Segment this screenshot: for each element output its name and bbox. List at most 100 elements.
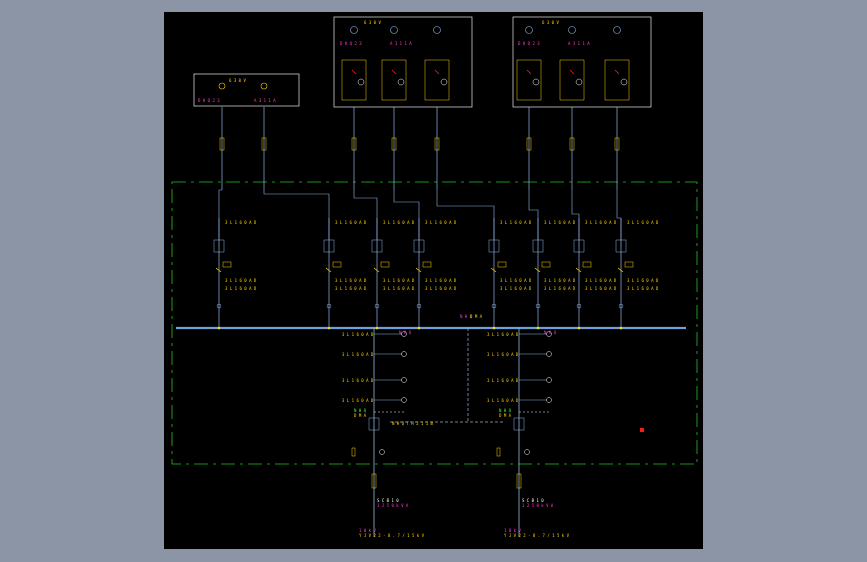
ct-icon	[576, 303, 582, 309]
breaker-icon	[617, 267, 624, 273]
branch-label: 3 L 1 6 0 A D	[487, 378, 519, 383]
panel-module	[516, 26, 542, 101]
breaker-icon	[614, 69, 620, 75]
bus-tie-note: N H Q T H 2 1 1 B	[392, 421, 434, 426]
feeder-bays: 3 L 1 6 0 A D 3 L 1 6 0 A D 3 L 1 6 0 A D 3…	[213, 218, 659, 330]
source-line1: 1 0 k V	[359, 528, 376, 533]
panel-subtext: A 3 1 1 A	[390, 41, 412, 46]
switchgear-enclosure	[171, 181, 698, 465]
transformer-top: S C B 1 0	[522, 498, 544, 503]
switch-icon	[213, 239, 225, 253]
route-line	[263, 190, 330, 240]
source-line1: 1 0 k V	[504, 528, 521, 533]
feeder-bay: 3 L 1 6 0 A D3 L 1 6 0 A D3 L 1 6 0 A D	[413, 218, 457, 330]
switch-icon	[532, 239, 544, 253]
feeder-label-mid2: 3 L 1 6 0 A D	[425, 286, 457, 291]
feeder-label-top: 3 L 1 6 0 A D	[225, 220, 257, 225]
meter-icon	[575, 78, 583, 86]
breaker-icon	[569, 69, 575, 75]
cable-tag-box	[351, 137, 357, 151]
meter-icon	[546, 331, 552, 337]
branch-label: 3 L 1 6 0 A D	[342, 332, 374, 337]
cable-tag-box	[569, 137, 575, 151]
feeder-bay: 3 L 1 6 0 A D3 L 1 6 0 A D3 L 1 6 0 A D	[323, 218, 367, 330]
meter-icon	[401, 331, 407, 337]
incoming-panel-left: 6 3 0 V D K Q 2 3 A 3 1 1 A	[333, 16, 473, 108]
incoming-panel-right: 6 3 0 V D K Q 2 3 A 3 1 1 A	[512, 16, 652, 108]
fuse-icon	[351, 447, 356, 457]
relay-icon	[497, 261, 507, 268]
relay-icon	[541, 261, 551, 268]
branch-label: 3 L 1 6 0 A D	[342, 398, 374, 403]
breaker-icon	[534, 267, 541, 273]
branch-label: 3 L 1 6 0 A D	[487, 332, 519, 337]
ct-icon	[491, 303, 497, 309]
ct-icon	[350, 26, 358, 34]
feeder-label-top: 3 L 1 6 0 A D	[544, 220, 576, 225]
feeder-bay: 3 L 1 6 0 A D3 L 1 6 0 A D3 L 1 6 0 A D	[615, 218, 659, 330]
feeder-bay: 3 L 1 6 0 A D 3 L 1 6 0 A D 3 L 1 6 0 A D	[213, 218, 257, 330]
ct-icon	[260, 82, 268, 90]
branch-label: 3 L 1 6 0 A D	[342, 352, 374, 357]
panel-voltage: 6 3 0 V	[364, 20, 381, 25]
breaker-icon	[575, 267, 582, 273]
transformer-bay: 3 L 1 6 0 A D 3 L 1 6 0 A D 3 L 1 6 0 A D 3…	[342, 328, 425, 538]
relay-icon	[582, 261, 592, 268]
breaker-icon	[351, 69, 357, 75]
incomer-sub: D M A	[499, 413, 512, 418]
meter-icon	[401, 377, 407, 383]
module-frame	[424, 59, 450, 101]
source-line2: Y J V 2 2 - 8 . 7 / 1 5 k V	[504, 533, 570, 538]
feeder-label-mid2: 3 L 1 6 0 A D	[627, 286, 659, 291]
transformer-bottom: 1 2 5 0 k V A	[522, 503, 554, 508]
ct-icon	[218, 82, 226, 90]
error-marker	[640, 428, 644, 432]
cable-tag-box	[391, 137, 397, 151]
feeder-label-mid2: 3 L 1 6 0 A D	[225, 286, 257, 291]
ct-icon	[416, 303, 422, 309]
incomer-sub: D M A	[354, 413, 367, 418]
cable-tag-box	[434, 137, 440, 151]
cable-tag-box	[526, 137, 532, 151]
feeder-label-top: 3 L 1 6 0 A D	[500, 220, 532, 225]
fuse-icon	[496, 447, 501, 457]
breaker-box	[513, 417, 525, 431]
bus-node	[577, 326, 581, 330]
panel-tag: D K Q 2 3	[340, 41, 362, 46]
meter-icon	[620, 78, 628, 86]
ct-icon	[535, 303, 541, 309]
module-frame	[604, 59, 630, 101]
panel-tag: D K Q 2 3	[518, 41, 540, 46]
ct-icon	[525, 26, 533, 34]
ct-icon	[326, 303, 332, 309]
panel-module	[341, 26, 367, 101]
breaker-box	[368, 417, 380, 431]
meter-icon	[546, 397, 552, 403]
branch-label: 3 L 1 6 0 A D	[487, 398, 519, 403]
panel-module	[381, 26, 407, 101]
feeder-label-mid1: 3 L 1 6 0 A D	[335, 278, 367, 283]
branch-label: 3 L 1 6 0 A D	[342, 378, 374, 383]
transformer-bottom: 1 2 5 0 k V A	[377, 503, 409, 508]
ct-icon	[433, 26, 441, 34]
ct-icon	[613, 26, 621, 34]
transformer-bay: 3 L 1 6 0 A D3 L 1 6 0 A D3 L 1 6 0 A D3…	[487, 328, 570, 538]
branch-tag: N H Q	[399, 330, 412, 335]
feeder-label-mid1: 3 L 1 6 0 A D	[225, 278, 257, 283]
feeder-bay: 3 L 1 6 0 A D3 L 1 6 0 A D3 L 1 6 0 A D	[532, 218, 576, 330]
cable-tag-box	[219, 137, 225, 151]
bus-node	[536, 326, 540, 330]
meter-icon	[524, 449, 530, 455]
branch-tag: N H Q	[544, 330, 557, 335]
breaker-icon	[325, 267, 332, 273]
panel-tag: D K Q 2 3	[198, 98, 220, 103]
bus-node	[327, 326, 331, 330]
meter-icon	[546, 351, 552, 357]
meter-icon	[532, 78, 540, 86]
route-line	[353, 190, 378, 240]
route-line	[393, 190, 420, 240]
feeder-label-top: 3 L 1 6 0 A D	[335, 220, 367, 225]
feeder-label-mid1: 3 L 1 6 0 A D	[585, 278, 617, 283]
panel-voltage: 6 3 0 V	[229, 78, 246, 83]
panel-module	[559, 26, 585, 101]
